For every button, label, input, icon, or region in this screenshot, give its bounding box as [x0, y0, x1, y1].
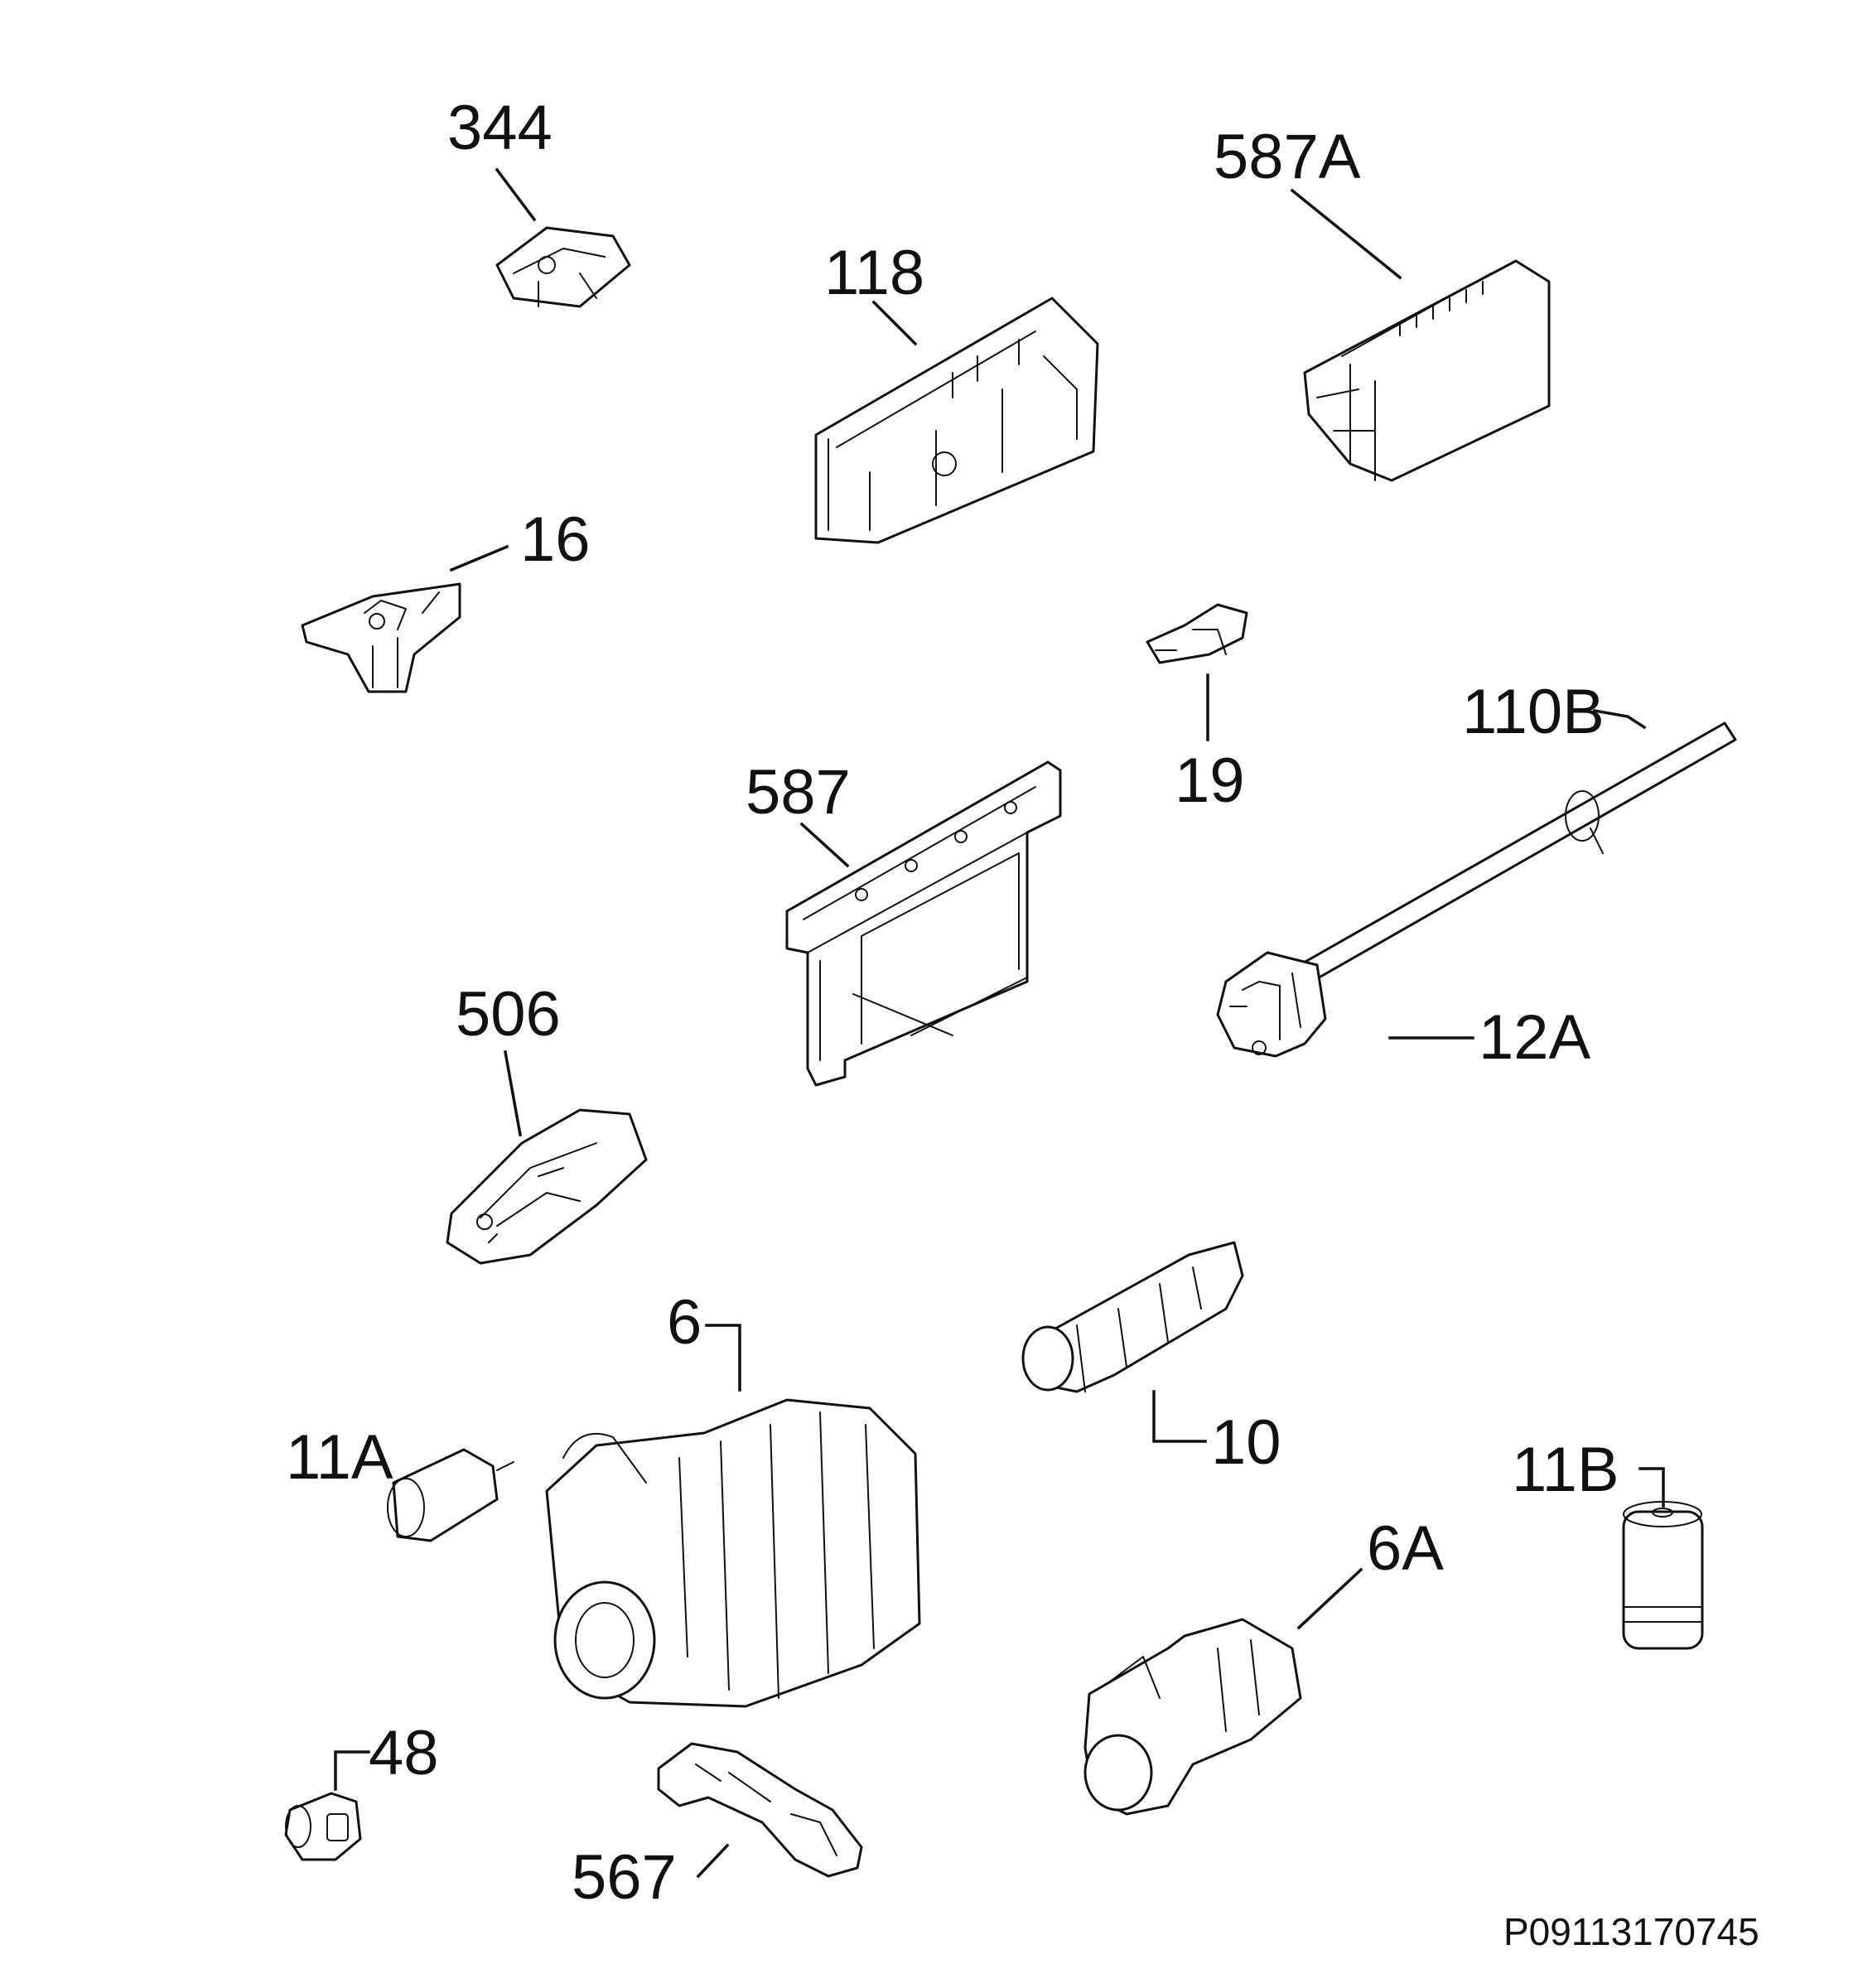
callout-118: 118	[824, 238, 924, 308]
leader-16	[449, 544, 509, 572]
callout-506: 506	[456, 979, 561, 1049]
part-19-connector[interactable]	[1146, 603, 1248, 664]
callout-567: 567	[572, 1842, 677, 1913]
callout-6: 6	[667, 1287, 702, 1358]
leader-344	[495, 167, 537, 222]
leader-10	[1152, 1390, 1207, 1443]
leader-11B	[1638, 1467, 1665, 1508]
part-587-bracket[interactable]	[785, 760, 1062, 1087]
part-587A-electronic-module[interactable]	[1303, 259, 1551, 482]
diagram-reference-code: P09113170745	[1503, 1910, 1759, 1953]
part-10-heater[interactable]	[1021, 1241, 1244, 1393]
part-110B-hose[interactable]	[1291, 721, 1737, 987]
callout-6A: 6A	[1367, 1513, 1444, 1584]
part-11B-capacitor[interactable]	[1622, 1501, 1704, 1650]
part-118-control-board[interactable]	[814, 297, 1099, 544]
leader-567	[696, 1843, 730, 1879]
part-6A-drain-pump[interactable]	[1083, 1618, 1302, 1816]
callout-48: 48	[369, 1718, 439, 1788]
callout-19: 19	[1175, 746, 1245, 816]
leader-6A	[1296, 1567, 1363, 1630]
callout-344: 344	[447, 93, 553, 163]
leader-587A	[1290, 188, 1402, 280]
part-506-sensor[interactable]	[446, 1108, 648, 1265]
callout-587A: 587A	[1214, 122, 1361, 192]
leader-48	[334, 1750, 370, 1791]
leader-110B	[1592, 708, 1647, 730]
callout-12A: 12A	[1479, 1002, 1591, 1073]
callout-10: 10	[1211, 1407, 1281, 1478]
leader-118	[871, 300, 918, 346]
part-344-switch[interactable]	[495, 226, 631, 308]
callout-11B: 11B	[1512, 1435, 1619, 1505]
callout-11A: 11A	[286, 1422, 393, 1493]
callout-587: 587	[746, 757, 851, 828]
callout-16: 16	[520, 504, 591, 575]
part-6-circulation-pump[interactable]	[545, 1398, 921, 1708]
leader-587	[799, 822, 850, 868]
leader-506	[503, 1049, 523, 1137]
part-16-door-switch[interactable]	[301, 582, 461, 693]
part-567-clamp[interactable]	[657, 1742, 863, 1878]
leader-6	[705, 1324, 741, 1392]
part-11A-capacitor[interactable]	[387, 1448, 514, 1542]
callout-110B: 110B	[1462, 677, 1605, 747]
part-12A-pressure-switch[interactable]	[1216, 951, 1327, 1058]
part-48-plug[interactable]	[284, 1792, 362, 1861]
